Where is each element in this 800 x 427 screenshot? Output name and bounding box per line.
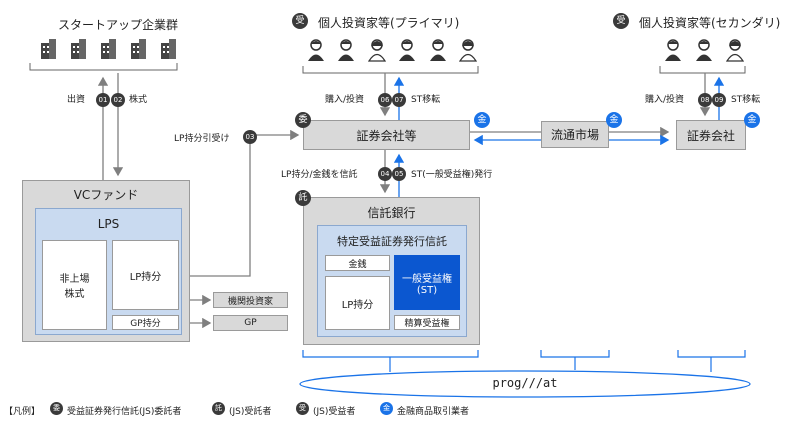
gp-share-label: GP持分 [130,319,161,329]
investor-icon-row [306,38,478,62]
step-08: 08 [698,93,712,107]
lp-share: LP持分 [112,240,179,310]
step-09: 09 [712,93,726,107]
trust-label: LP持分/金銭を信託 [281,170,358,180]
step-06: 06 [378,93,392,107]
trustee-seal: 託 [295,190,311,206]
buy-label-2: 購入/投資 [645,95,685,105]
legend-item3: (JS)受益者 [313,407,356,417]
trust-lp-share-label: LP持分 [341,299,374,311]
unlisted-line1: 非上場 [59,274,90,285]
lps-title: LPS [97,217,120,231]
secondary-brace [659,66,746,74]
step-01: 01 [96,93,110,107]
trust-issuer-title: 特定受益証券発行信託 [337,235,447,248]
step-02: 02 [111,93,125,107]
person-icon [338,39,355,61]
person-icon [458,39,478,62]
person-icon [429,39,446,61]
lp-transfer-label: LP持分引受け [174,134,230,144]
money-box: 金銭 [325,255,390,271]
platform-brace-3 [677,350,746,358]
invest-label: 出資 [67,95,86,105]
building-icon [41,39,56,59]
platform-ellipse [299,370,751,398]
step-04: 04 [378,167,392,181]
institutional-label: 機関投資家 [227,296,273,307]
money-label: 金銭 [348,259,367,270]
legend-item1: 受益証券発行信託(JS)委託者 [67,407,182,417]
securities-firm-secondary: 証券会社 [676,120,746,150]
st-line1: 一般受益権 [402,273,452,285]
step-03: 03 [243,130,257,144]
issue-label: ST(一般受益権)発行 [411,170,493,180]
vc-fund-title: VCファンド [73,188,139,202]
gp-box: GP [213,315,288,331]
building-icon [131,39,146,59]
securities-firm-primary: 証券会社等 [303,120,470,150]
beneficiary-seal: 受 [613,13,629,29]
building-icon-row [38,38,178,60]
beneficiary-seal: 受 [296,402,309,415]
gp-share: GP持分 [112,315,179,330]
unlisted-line2: 株式 [64,289,85,300]
settlement-label: 精算受益権 [404,319,450,329]
securities-firm-label: 証券会社等 [356,128,417,143]
building-icon [101,39,116,59]
primary-brace [302,66,479,74]
person-icon [308,39,324,61]
platform-brace-1 [302,350,479,358]
trust-lp-share: LP持分 [325,276,390,330]
fi-business-seal: 金 [744,112,760,128]
building-icon [71,39,86,59]
market-label: 流通市場 [550,128,599,142]
trustee-seal: 託 [212,402,225,415]
person-icon [665,39,681,61]
securities-firm-secondary-label: 証券会社 [686,128,735,143]
legend-title: 【凡例】 [4,407,41,417]
gp-label: GP [244,318,257,328]
settlement-box: 精算受益権 [394,315,460,330]
trust-bank-title: 信託銀行 [367,206,416,220]
buy-label: 購入/投資 [325,95,365,105]
st-line2: (ST) [416,284,438,296]
beneficiary-seal: 受 [292,13,308,29]
security-token-box: 一般受益権 (ST) [394,255,460,310]
person-icon [696,39,712,61]
step-05: 05 [392,167,406,181]
person-icon [399,39,416,61]
legend-item4: 金融商品取引業者 [397,407,470,417]
building-icon [161,39,176,59]
settlor-seal: 委 [295,112,311,128]
investor-icon-row-secondary [663,38,745,62]
fi-business-seal: 金 [606,112,622,128]
step-07: 07 [392,93,406,107]
secondary-market: 流通市場 [541,121,609,148]
unlisted-stock: 非上場 株式 [42,240,107,330]
settlor-seal: 委 [50,402,63,415]
stock-label: 株式 [129,95,148,105]
lp-share-label: LP持分 [129,271,162,283]
person-icon [367,39,386,62]
secondary-title: 個人投資家等(セカンダリ) [639,16,781,30]
platform-brace-2 [540,350,610,358]
fi-business-seal: 金 [380,402,393,415]
st-move-label-2: ST移転 [731,95,761,105]
person-icon [725,39,745,62]
lp-transfer-arrow [188,129,300,277]
fi-business-seal: 金 [474,112,490,128]
startups-brace [29,63,178,71]
legend-item2: (JS)受託者 [229,407,272,417]
startups-title: スタートアップ企業群 [58,18,179,32]
primary-title: 個人投資家等(プライマリ) [318,16,460,30]
platform-brand: prog///at [492,376,558,390]
institutional-investors: 機関投資家 [213,292,288,308]
st-move-label: ST移転 [411,95,441,105]
